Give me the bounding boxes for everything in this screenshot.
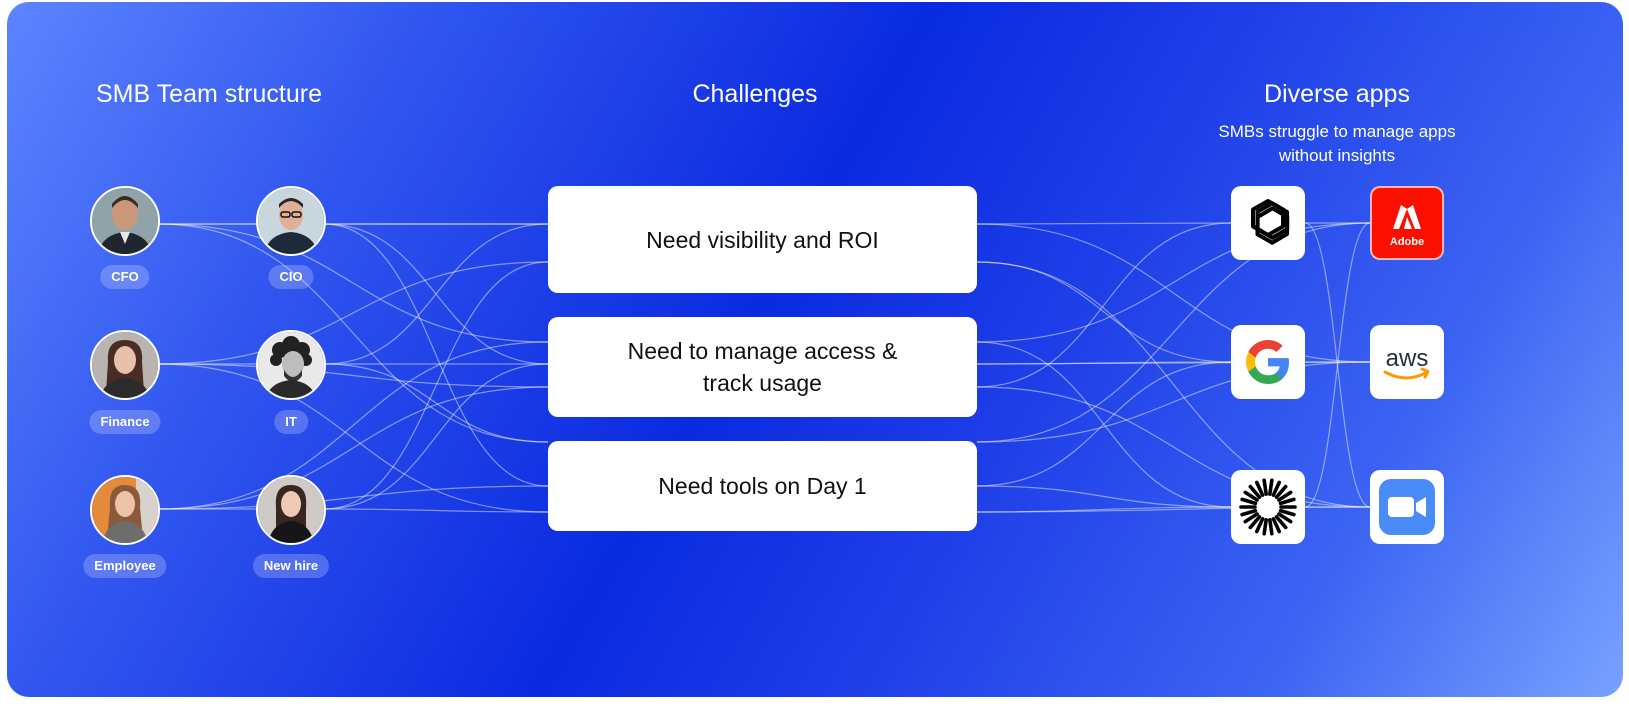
- person-avatar-icon: [92, 188, 158, 254]
- connector-line: [157, 363, 549, 513]
- person-label-cio: CIO: [268, 265, 314, 289]
- person-avatar-icon: [258, 477, 324, 543]
- app-zoom: [1370, 470, 1444, 544]
- burst-ray: [1243, 490, 1259, 502]
- adobe-icon: Adobe: [1390, 205, 1424, 248]
- connector-line: [157, 223, 549, 443]
- burst-ray: [1254, 480, 1265, 497]
- connector-line: [157, 223, 549, 343]
- connector-line: [1304, 222, 1371, 508]
- person-label-finance: Finance: [89, 410, 161, 434]
- connector-line: [157, 363, 549, 388]
- burst-ray: [1254, 517, 1265, 534]
- aws-wordmark: aws: [1386, 345, 1429, 372]
- connector-line: [976, 361, 1371, 443]
- person-label-it: IT: [274, 410, 308, 434]
- burst-ray: [1268, 478, 1274, 496]
- person-label-cfo: CFO: [100, 265, 150, 289]
- person-avatar-icon: [258, 332, 324, 398]
- burst-ray: [1248, 515, 1262, 530]
- person-avatar-icon: [92, 332, 158, 398]
- avatar-cio: [256, 186, 326, 256]
- burst-ray: [1278, 497, 1296, 506]
- openai-icon: [1251, 199, 1290, 245]
- burst-ray: [1278, 508, 1296, 517]
- team-heading: SMB Team structure: [95, 80, 323, 108]
- connector-line: [976, 361, 1232, 365]
- burst-ray: [1277, 512, 1293, 524]
- app-burst: [1231, 470, 1305, 544]
- apps-heading: Diverse apps: [1264, 80, 1410, 108]
- connector-line: [323, 223, 549, 365]
- burst-ray: [1268, 518, 1274, 536]
- burst-ray: [1274, 515, 1288, 530]
- app-adobe: Adobe: [1370, 186, 1444, 260]
- avatar-finance: [90, 330, 160, 400]
- connector-line: [976, 222, 1232, 388]
- app-chatgpt: [1231, 186, 1305, 260]
- burst-ray: [1243, 512, 1259, 524]
- connector-line: [323, 508, 549, 513]
- burst-ray: [1262, 518, 1268, 536]
- connector-line: [323, 363, 549, 510]
- avatar-cfo: [90, 186, 160, 256]
- burst-ray: [1240, 497, 1258, 506]
- connector-line: [976, 223, 1371, 363]
- burst-ray: [1271, 480, 1282, 497]
- connector-line: [976, 222, 1371, 343]
- connector-line: [323, 223, 549, 487]
- challenge-access: Need to manage access & track usage: [548, 317, 977, 417]
- connector-line: [976, 222, 1371, 443]
- connector-line: [976, 361, 1232, 487]
- app-aws: aws: [1370, 325, 1444, 399]
- person-avatar-icon: [92, 477, 158, 543]
- connector-line: [157, 341, 549, 510]
- adobe-wordmark: Adobe: [1390, 236, 1424, 248]
- aws-icon: aws: [1383, 345, 1430, 380]
- connector-line: [976, 261, 1232, 363]
- challenge-text: Need to manage access & track usage: [627, 338, 898, 396]
- challenge-visibility: Need visibility and ROI: [548, 186, 977, 293]
- burst-ray: [1240, 508, 1258, 517]
- connector-line: [323, 223, 549, 365]
- connector-line: [976, 485, 1232, 508]
- burst-ray: [1274, 484, 1288, 499]
- connector-line: [976, 341, 1232, 508]
- avatar-employee: [90, 475, 160, 545]
- google-icon: [1246, 340, 1289, 384]
- person-label-new-hire: New hire: [252, 554, 330, 578]
- avatar-new-hire: [256, 475, 326, 545]
- challenge-day-one: Need tools on Day 1: [548, 441, 977, 531]
- zoom-icon: [1379, 479, 1435, 535]
- app-google: [1231, 325, 1305, 399]
- burst-ray: [1277, 490, 1293, 502]
- connector-line: [157, 261, 549, 365]
- apps-subheading: SMBs struggle to manage apps without ins…: [1218, 122, 1456, 165]
- challenge-text: Need tools on Day 1: [658, 473, 867, 499]
- connector-line: [157, 386, 549, 510]
- person-avatar-icon: [258, 188, 324, 254]
- connector-line: [323, 363, 549, 443]
- avatar-it: [256, 330, 326, 400]
- burst-ray: [1262, 478, 1268, 496]
- connector-line: [157, 485, 549, 510]
- diagram-panel: SMB Team structure Challenges Diverse ap…: [7, 2, 1623, 697]
- connector-line: [976, 261, 1371, 508]
- connector-line: [323, 261, 549, 510]
- challenges-heading: Challenges: [692, 80, 818, 108]
- connector-line: [976, 386, 1371, 508]
- connector-line: [1304, 222, 1371, 508]
- connector-line: [976, 506, 1232, 513]
- burst-icon: [1239, 478, 1297, 536]
- burst-ray: [1271, 517, 1282, 534]
- connector-line: [976, 222, 1232, 225]
- person-label-employee: Employee: [83, 554, 167, 578]
- burst-ray: [1248, 484, 1262, 499]
- challenge-text: Need visibility and ROI: [646, 226, 879, 253]
